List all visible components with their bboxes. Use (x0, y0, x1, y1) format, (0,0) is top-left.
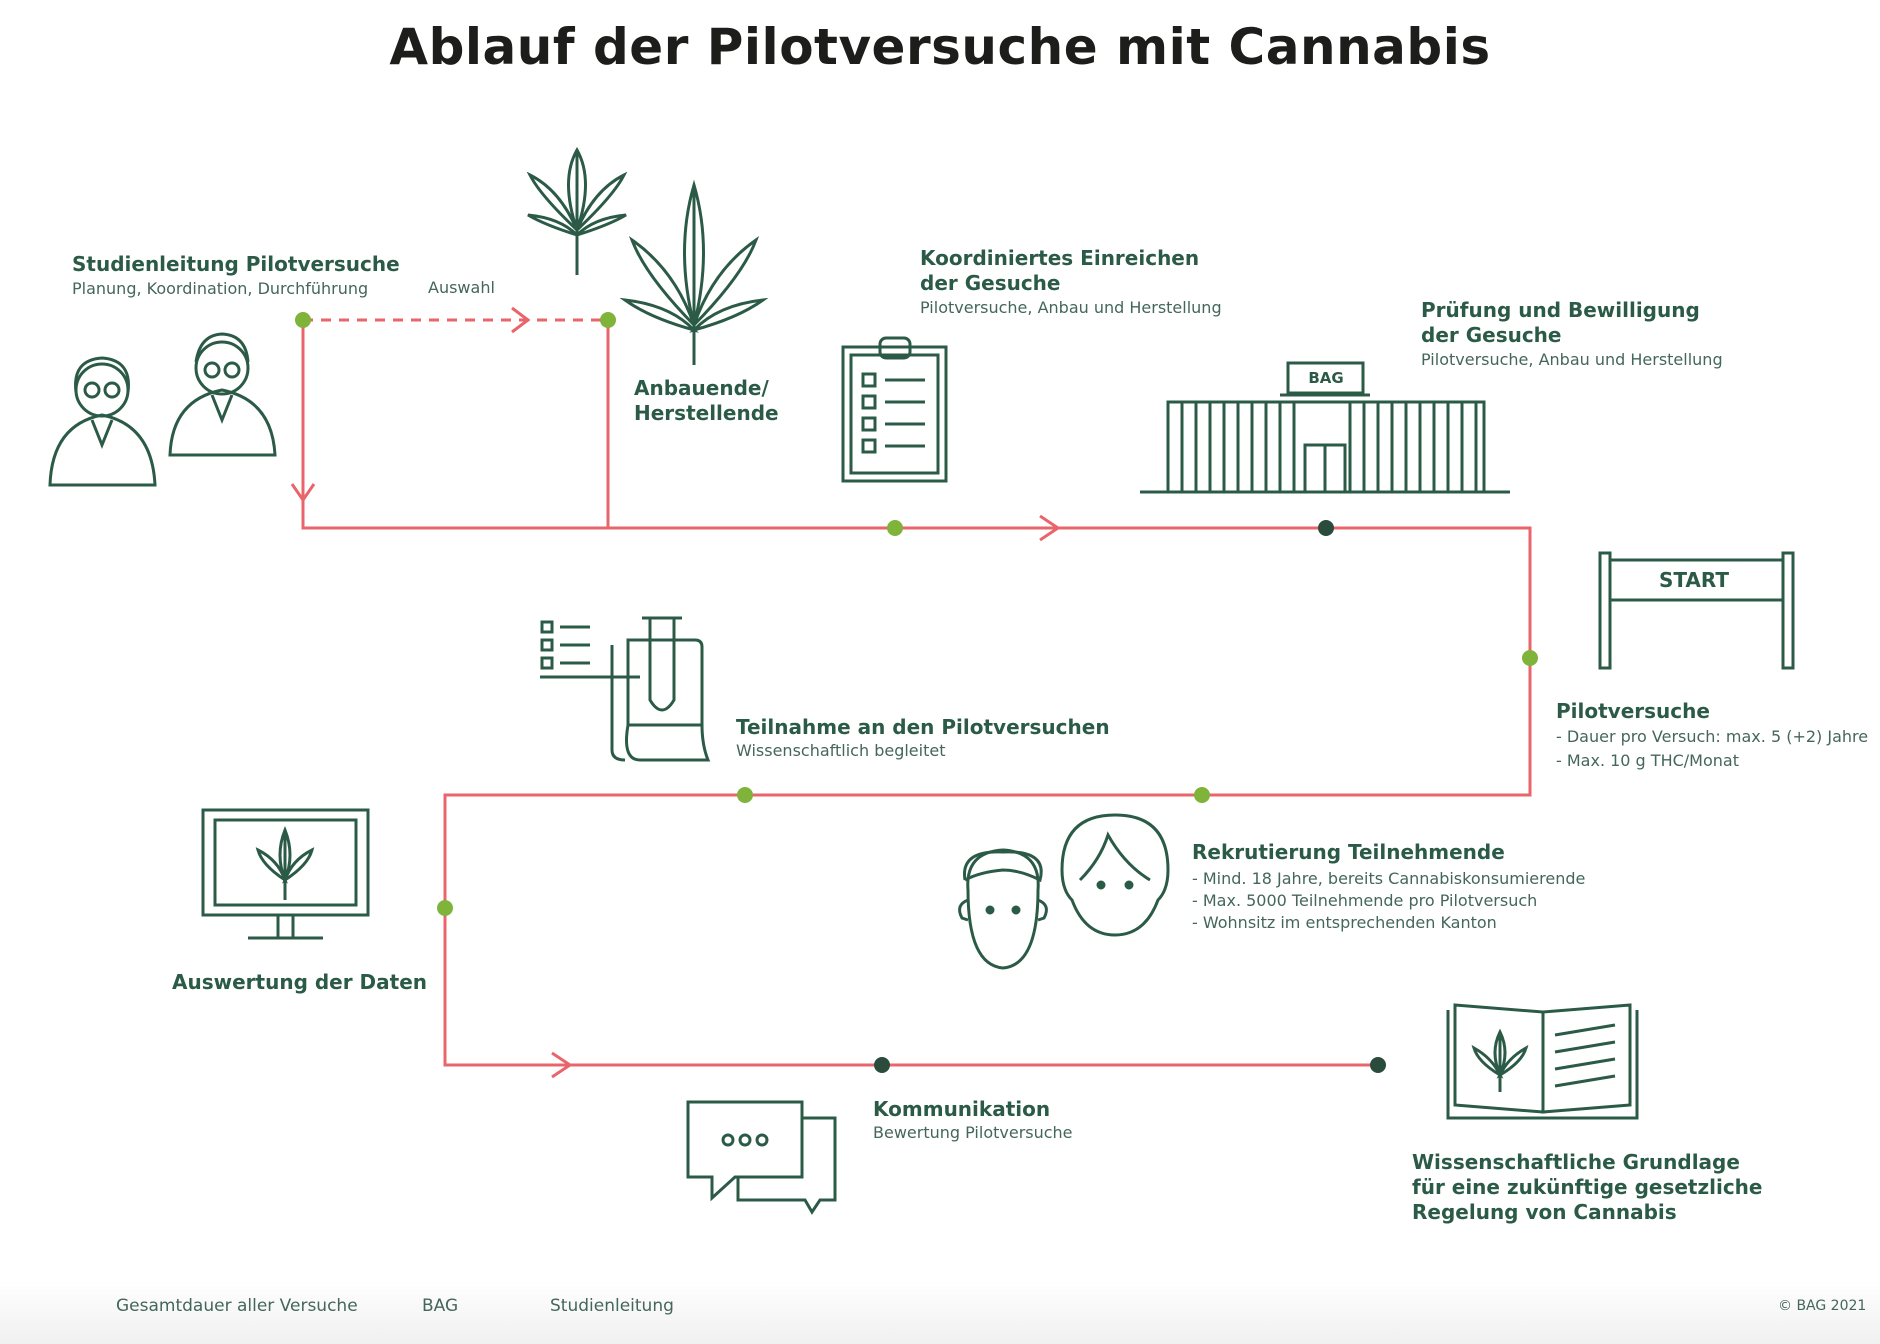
gate-label: START (1659, 568, 1729, 592)
legend-bag-label: BAG (422, 1296, 459, 1316)
legend-line-label: Gesamtdauer aller Versuche (116, 1296, 358, 1316)
studienleitung-dot (1194, 787, 1210, 803)
pruefung-title: Prüfung und Bewilligung der Gesuche (1421, 298, 1700, 347)
legend-bar (0, 1280, 1880, 1344)
kommunikation-subtitle: Bewertung Pilotversuche (873, 1123, 1073, 1142)
einreichen-title: Koordiniertes Einreichen der Gesuche (920, 246, 1200, 295)
researchers-icon (48, 332, 277, 487)
building-label: BAG (1308, 369, 1343, 387)
einreichen-subtitle: Pilotversuche, Anbau und Herstellung (920, 298, 1222, 317)
rekrutierung-line: - Wohnsitz im entsprechenden Kanton (1192, 913, 1497, 932)
bag-dot (1318, 520, 1334, 536)
page-title: Ablauf der Pilotversuche mit Cannabis (389, 18, 1491, 76)
rekrutierung-title: Rekrutierung Teilnehmende (1192, 840, 1505, 864)
rekrutierung-line: - Max. 5000 Teilnehmende pro Pilotversuc… (1192, 891, 1538, 910)
studienleitung-dot (437, 900, 453, 916)
auswertung-title: Auswertung der Daten (172, 970, 428, 994)
start-gate-icon (1598, 551, 1795, 670)
clipboard-icon (841, 336, 948, 483)
cannabis-leaf-icon (526, 146, 769, 365)
anbauende-title: Anbauende/ Herstellende (634, 376, 779, 425)
bag-dot (1370, 1057, 1386, 1073)
teilnahme-title: Teilnahme an den Pilotversuchen (736, 715, 1110, 739)
monitor-icon (201, 808, 370, 940)
people-faces-icon (958, 813, 1170, 970)
pilotversuche-title: Pilotversuche (1556, 699, 1710, 723)
studienleitung-title: Studienleitung Pilotversuche (72, 252, 400, 276)
arrow-down (290, 483, 316, 503)
studienleitung-dot (600, 312, 616, 328)
rekrutierung-line: - Mind. 18 Jahre, bereits Cannabiskonsum… (1192, 869, 1586, 888)
studienleitung-subtitle: Planung, Koordination, Durchführung (72, 279, 369, 298)
studienleitung-dot (887, 520, 903, 536)
building-columns (1180, 402, 1478, 492)
studienleitung-dot (295, 312, 311, 328)
pruefung-subtitle: Pilotversuche, Anbau und Herstellung (1421, 350, 1723, 369)
timeline (290, 306, 1532, 1079)
teilnahme-subtitle: Wissenschaftlich begleitet (736, 741, 946, 760)
pilotversuche-line: - Max. 10 g THC/Monat (1556, 751, 1739, 770)
arrow-auswahl (511, 306, 531, 334)
bag-dot (874, 1057, 890, 1073)
arrow-right-top (1039, 514, 1061, 542)
lab-document-icon (540, 616, 711, 762)
studienleitung-dot (1522, 650, 1538, 666)
legend-studienleitung-label: Studienleitung (550, 1296, 674, 1316)
studienleitung-dot (737, 787, 753, 803)
grundlage-title: Wissenschaftliche Grundlage für eine zuk… (1412, 1150, 1763, 1224)
pilotversuche-line: - Dauer pro Versuch: max. 5 (+2) Jahre (1556, 727, 1869, 746)
kommunikation-title: Kommunikation (873, 1097, 1051, 1121)
copyright: © BAG 2021 (1778, 1298, 1867, 1314)
arrow-right-bottom (551, 1051, 573, 1079)
building-icon (1140, 361, 1510, 494)
timeline-path (301, 320, 1532, 1067)
timeline-dots (295, 312, 1538, 1073)
auswahl-label: Auswahl (428, 278, 495, 297)
chat-bubbles-icon (686, 1100, 837, 1215)
open-book-icon (1446, 1003, 1639, 1120)
